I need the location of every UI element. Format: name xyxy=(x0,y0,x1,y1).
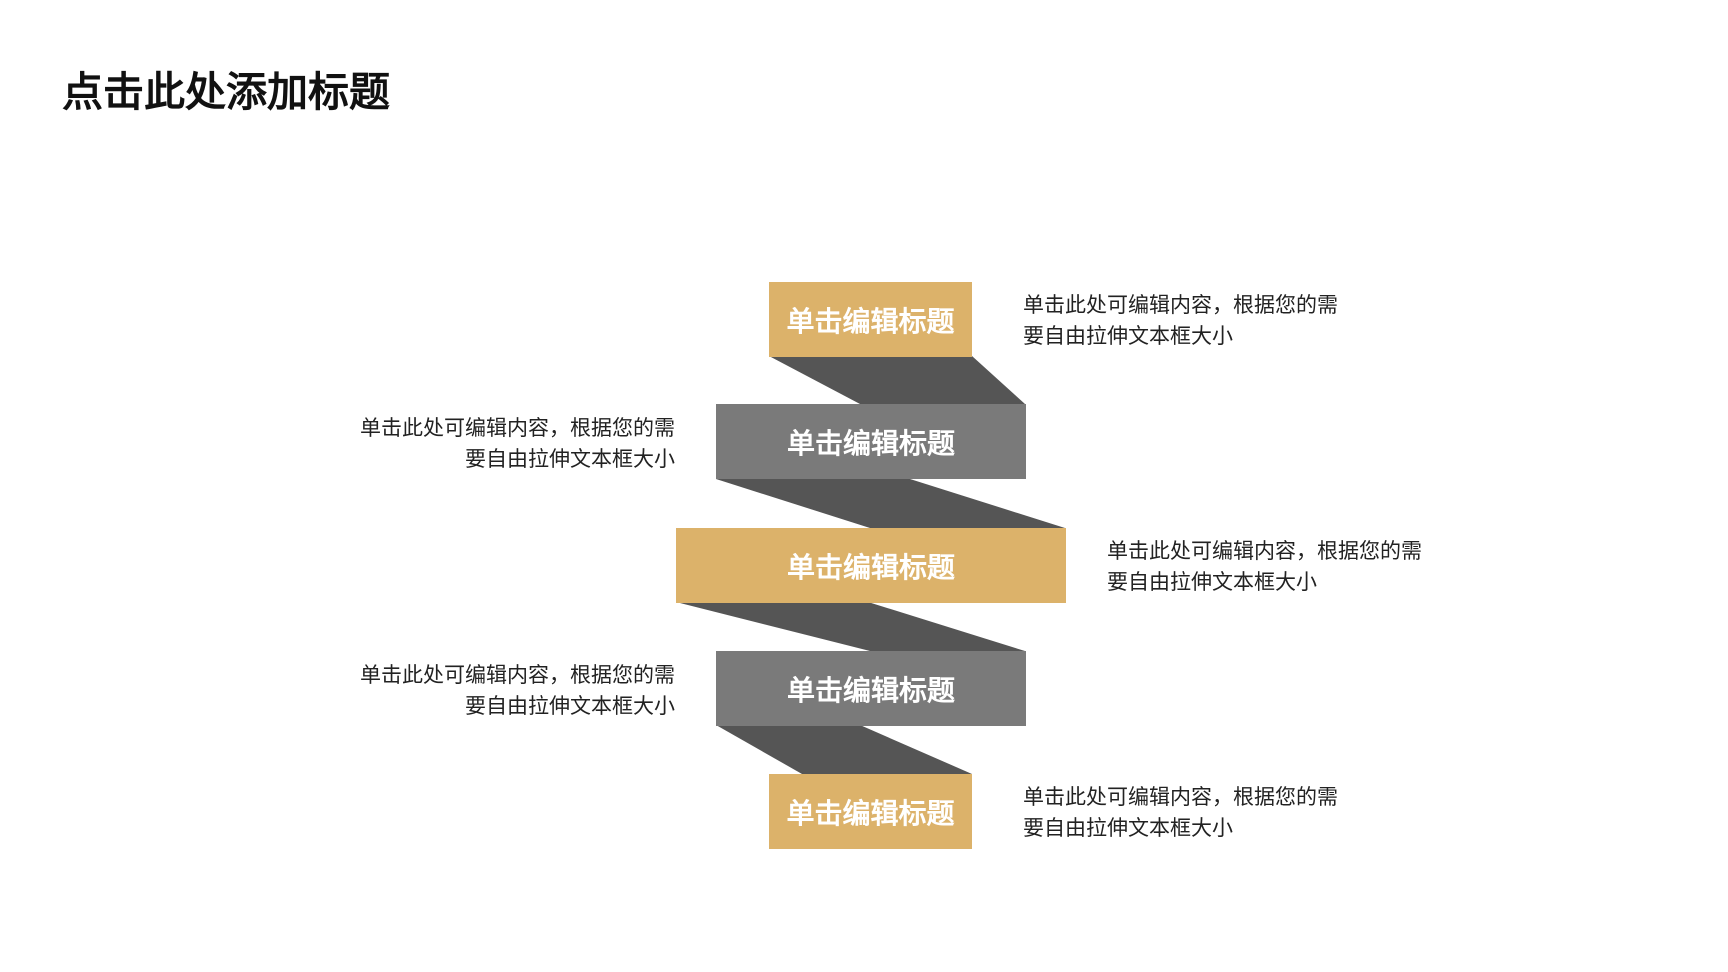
step-label-1: 单击编辑标题 xyxy=(786,304,955,338)
desc-line: 单击此处可编辑内容，根据您的需 xyxy=(1023,293,1338,317)
desc-line: 单击此处可编辑内容，根据您的需 xyxy=(360,416,675,440)
step-label-2: 单击编辑标题 xyxy=(786,426,955,460)
step-desc-2[interactable]: 单击此处可编辑内容，根据您的需 要自由拉伸文本框大小 xyxy=(340,413,675,475)
desc-line: 单击此处可编辑内容，根据您的需 xyxy=(1023,785,1338,809)
step-label-5: 单击编辑标题 xyxy=(786,796,955,830)
desc-line: 要自由拉伸文本框大小 xyxy=(1023,324,1233,348)
step-desc-1[interactable]: 单击此处可编辑内容，根据您的需 要自由拉伸文本框大小 xyxy=(1023,290,1338,352)
desc-line: 要自由拉伸文本框大小 xyxy=(1023,816,1233,840)
step-label-4: 单击编辑标题 xyxy=(786,673,955,707)
step-box-5[interactable]: 单击编辑标题 xyxy=(769,774,972,849)
step-desc-4[interactable]: 单击此处可编辑内容，根据您的需 要自由拉伸文本框大小 xyxy=(340,660,675,722)
step-desc-3[interactable]: 单击此处可编辑内容，根据您的需 要自由拉伸文本框大小 xyxy=(1107,536,1422,598)
connector-3-4 xyxy=(676,602,1025,651)
page-title[interactable]: 点击此处添加标题 xyxy=(62,68,390,116)
connector-2-3 xyxy=(716,479,1065,528)
connector-4-5 xyxy=(716,725,972,774)
desc-line: 要自由拉伸文本框大小 xyxy=(465,447,675,471)
step-desc-5[interactable]: 单击此处可编辑内容，根据您的需 要自由拉伸文本框大小 xyxy=(1023,782,1338,844)
desc-line: 要自由拉伸文本框大小 xyxy=(1107,570,1317,594)
step-box-1[interactable]: 单击编辑标题 xyxy=(769,282,972,357)
step-box-3[interactable]: 单击编辑标题 xyxy=(676,528,1066,603)
desc-line: 要自由拉伸文本框大小 xyxy=(465,694,675,718)
desc-line: 单击此处可编辑内容，根据您的需 xyxy=(360,663,675,687)
step-box-2[interactable]: 单击编辑标题 xyxy=(716,404,1026,479)
desc-line: 单击此处可编辑内容，根据您的需 xyxy=(1107,539,1422,563)
step-label-3: 单击编辑标题 xyxy=(786,550,955,584)
step-box-4[interactable]: 单击编辑标题 xyxy=(716,651,1026,726)
connector-1-2 xyxy=(769,356,1025,404)
